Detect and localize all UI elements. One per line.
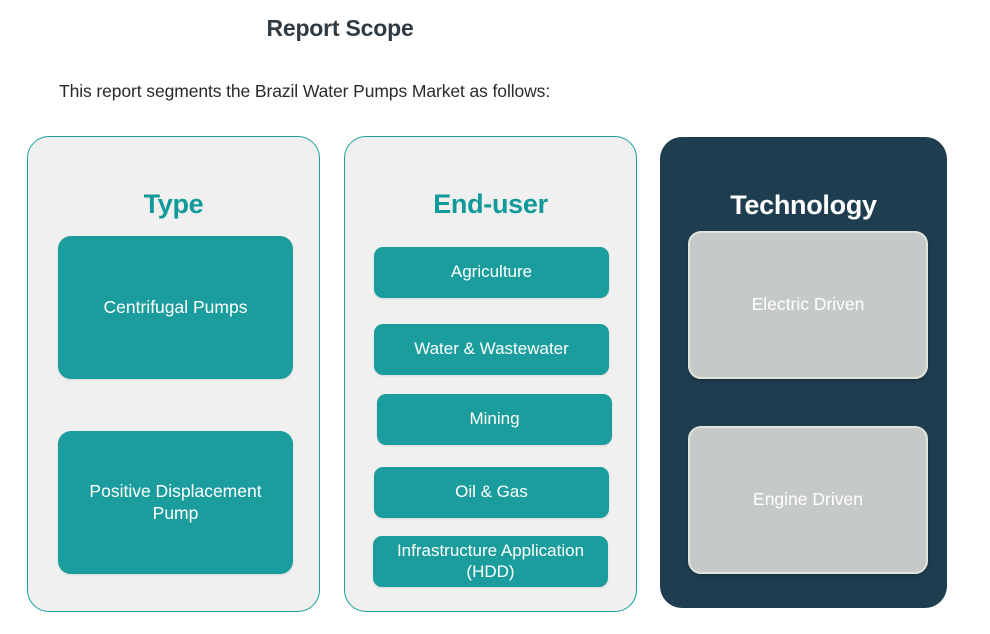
segment-item-oil-and-gas[interactable]: Oil & Gas — [374, 467, 609, 518]
segment-card-end-user: End-user Agriculture Water & Wastewater … — [344, 136, 637, 612]
segment-item-label: Positive Displacement Pump — [89, 481, 262, 523]
segment-item-label: Mining — [469, 409, 520, 429]
page-title: Report Scope — [266, 15, 414, 41]
segment-item-label: Electric Driven — [751, 294, 865, 315]
segment-item-agriculture[interactable]: Agriculture — [374, 247, 609, 298]
page-subtitle: This report segments the Brazil Water Pu… — [59, 81, 551, 101]
segment-item-label: Infrastructure Application (HDD) — [396, 540, 585, 581]
segment-item-infrastructure-application-hdd[interactable]: Infrastructure Application (HDD) — [373, 536, 608, 587]
segment-item-mining[interactable]: Mining — [377, 394, 612, 445]
segment-item-positive-displacement-pump[interactable]: Positive Displacement Pump — [58, 431, 293, 574]
card-heading-technology: Technology — [730, 190, 877, 220]
segment-item-electric-driven[interactable]: Electric Driven — [688, 231, 928, 379]
segment-card-type: Type Centrifugal Pumps Positive Displace… — [27, 136, 320, 612]
segment-item-label: Water & Wastewater — [414, 339, 569, 359]
card-heading-type: Type — [143, 189, 204, 219]
segment-item-label: Engine Driven — [753, 489, 863, 510]
segment-item-label: Oil & Gas — [455, 482, 528, 502]
segment-item-water-and-wastewater[interactable]: Water & Wastewater — [374, 324, 609, 375]
segment-item-label: Centrifugal Pumps — [103, 296, 248, 317]
segment-item-centrifugal-pumps[interactable]: Centrifugal Pumps — [58, 236, 293, 379]
segment-item-label: Agriculture — [450, 262, 533, 282]
segment-item-engine-driven[interactable]: Engine Driven — [688, 426, 928, 574]
segment-card-technology: Technology Electric Driven Engine Driven — [660, 137, 947, 608]
card-heading-end-user: End-user — [433, 189, 548, 219]
